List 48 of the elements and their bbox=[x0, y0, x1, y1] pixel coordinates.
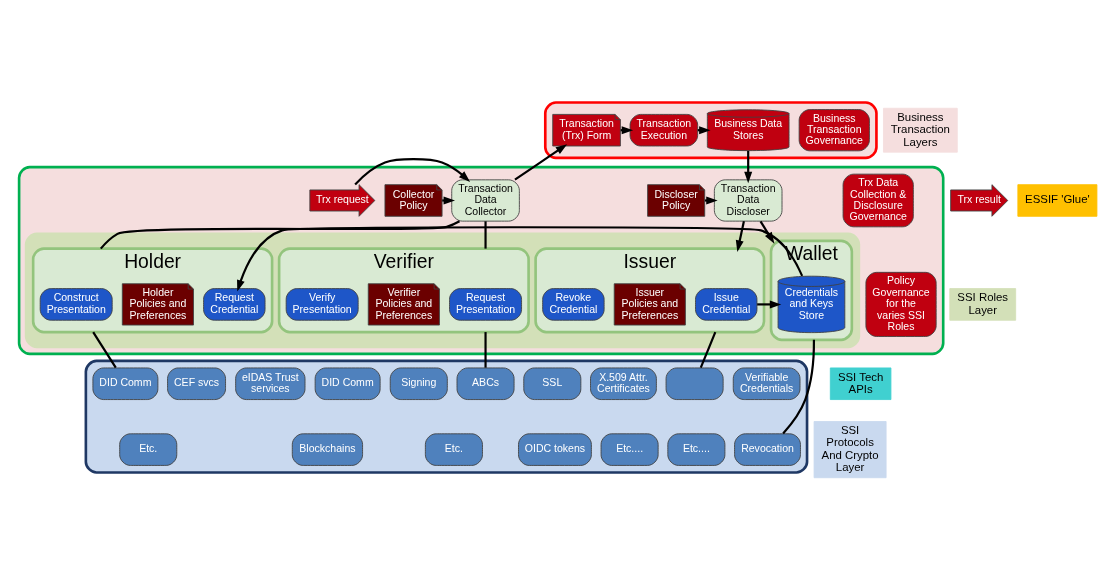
node-box: Request Presentation bbox=[449, 287, 522, 321]
label: Business Transaction Layers bbox=[890, 110, 950, 147]
node-box: Etc. bbox=[119, 432, 178, 466]
node-box: Verify Presentation bbox=[285, 287, 359, 321]
node-box: Etc. bbox=[424, 432, 483, 466]
label: ESSIF 'Glue' bbox=[1025, 192, 1090, 205]
node-box: Business Transaction Governance bbox=[798, 108, 870, 151]
node-box: OIDC tokens bbox=[518, 432, 592, 466]
connector bbox=[99, 219, 460, 249]
arrow bbox=[354, 157, 471, 185]
node-box: Revoke Credential bbox=[542, 287, 605, 321]
node-box: Issue Credential bbox=[695, 287, 758, 321]
node-box: Trx Data Collection & Disclosure Governance bbox=[842, 173, 914, 227]
node-box: CEF svcs bbox=[167, 367, 226, 400]
node-box: Signing bbox=[389, 367, 448, 400]
connector bbox=[92, 331, 117, 368]
node-box: Revocation bbox=[734, 432, 801, 466]
node-box: Blockchains bbox=[291, 432, 363, 466]
cluster bbox=[84, 359, 809, 474]
node-box: Transaction Data Collector bbox=[451, 178, 520, 222]
node-box: Transaction Data Discloser bbox=[713, 178, 783, 222]
label: SSI Tech APIs bbox=[837, 370, 884, 395]
node-box: ABCs bbox=[456, 367, 515, 400]
node-box bbox=[665, 367, 724, 400]
node-box: Construct Presentation bbox=[39, 287, 113, 321]
cluster bbox=[543, 100, 878, 159]
node-box: Etc.... bbox=[667, 432, 726, 466]
node-box: SSL bbox=[523, 367, 582, 400]
arrow bbox=[735, 220, 745, 252]
connector bbox=[699, 331, 717, 368]
label: SSI Roles Layer bbox=[957, 290, 1009, 316]
node-box: eIDAS Trust services bbox=[235, 367, 306, 400]
node-box: DID Comm bbox=[92, 367, 159, 400]
node-box: Request Credential bbox=[203, 287, 266, 321]
arrow bbox=[744, 150, 753, 183]
node-box: Policy Governance for the varies SSI Roles bbox=[865, 271, 937, 337]
arrow bbox=[757, 299, 782, 308]
arrow bbox=[514, 143, 568, 181]
connector bbox=[484, 331, 487, 368]
connector bbox=[782, 339, 816, 434]
node-box: Etc.... bbox=[600, 432, 659, 466]
node-box: X.509 Attr. Certificates bbox=[590, 367, 657, 400]
label: SSI Protocols And Crypto Layer bbox=[821, 423, 879, 473]
node-box: Verifiable Credentials bbox=[732, 367, 801, 400]
node-box: DID Comm bbox=[314, 367, 381, 400]
cluster bbox=[17, 165, 945, 355]
arrow bbox=[442, 195, 456, 204]
connector bbox=[484, 220, 487, 249]
